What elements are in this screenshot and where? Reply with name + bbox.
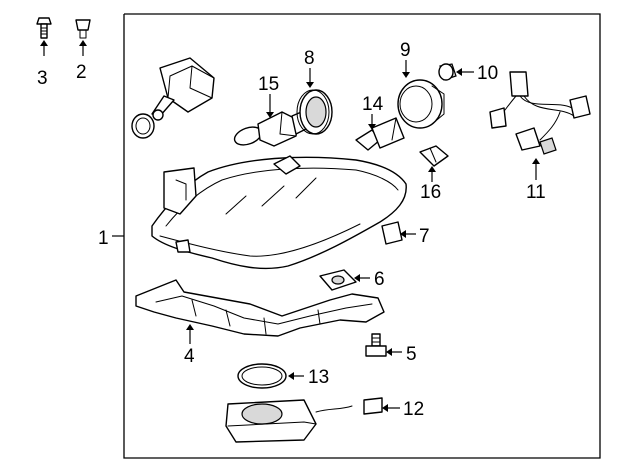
callout-14: 14 xyxy=(362,94,384,115)
part-12-ballast xyxy=(225,397,400,443)
callout-7: 7 xyxy=(419,226,430,247)
callout-labels: 1 2 3 4 5 6 7 8 9 10 11 12 13 14 15 16 xyxy=(37,40,546,420)
callout-9: 9 xyxy=(400,40,411,61)
assembly-frame xyxy=(123,13,601,459)
part-14-bulb xyxy=(355,114,405,151)
part-clip xyxy=(75,19,91,56)
callout-1: 1 xyxy=(98,228,109,249)
part-11-harness xyxy=(489,71,591,180)
callout-15: 15 xyxy=(258,74,279,95)
callout-10: 10 xyxy=(477,63,498,84)
part-5-bolt xyxy=(365,333,402,357)
callout-13: 13 xyxy=(308,367,329,388)
part-13-oring xyxy=(237,363,304,389)
callout-12: 12 xyxy=(403,399,424,420)
part-4-bracket xyxy=(135,279,385,344)
callout-11: 11 xyxy=(526,182,546,203)
callout-5: 5 xyxy=(406,344,417,365)
callout-8: 8 xyxy=(304,48,315,69)
callout-6: 6 xyxy=(374,269,385,290)
callout-2: 2 xyxy=(76,62,87,83)
part-bolt-top xyxy=(36,17,52,56)
part-16-wedge-bulb xyxy=(419,145,449,182)
part-9-cover xyxy=(397,60,445,129)
callout-3: 3 xyxy=(37,68,48,89)
part-8-ring xyxy=(296,68,333,135)
part-10-small-bulb xyxy=(438,63,474,81)
callout-16: 16 xyxy=(420,182,441,203)
part-15-bulb xyxy=(233,94,309,147)
part-6-pad xyxy=(319,269,370,291)
part-leveling-motor xyxy=(131,57,215,139)
part-1-headlamp xyxy=(112,155,416,270)
callout-4: 4 xyxy=(184,346,195,367)
